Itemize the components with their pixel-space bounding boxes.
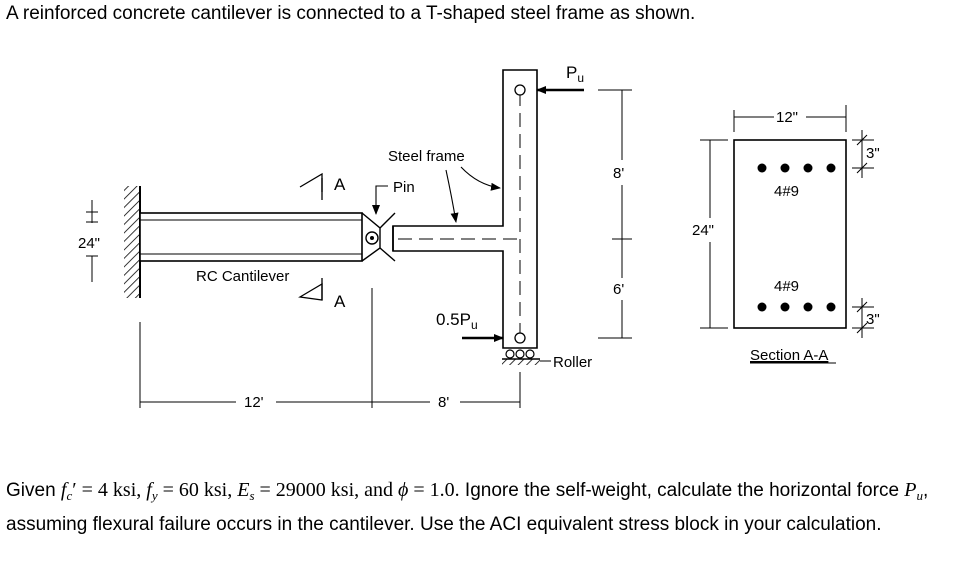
section-cut-bottom: A — [298, 278, 346, 311]
svg-text:4#9: 4#9 — [774, 278, 799, 295]
structure-figure: Pu 0.5Pu Steel frame Pin RC Cantilever A… — [78, 63, 880, 411]
pin-label: Pin — [393, 179, 415, 196]
section-cut-top: A — [299, 172, 346, 200]
svg-text:Section A-A: Section A-A — [750, 347, 828, 364]
rc-cantilever-label: RC Cantilever — [196, 268, 289, 285]
svg-text:12": 12" — [776, 109, 798, 126]
svg-text:8': 8' — [438, 394, 449, 411]
pin-connection — [361, 212, 396, 262]
fixed-support — [124, 186, 141, 298]
section-a-a: 12" 24" 4#9 4#9 3" 3" Section A-A — [692, 105, 880, 364]
svg-text:12': 12' — [244, 394, 264, 411]
svg-text:0.5Pu: 0.5Pu — [436, 310, 478, 332]
svg-text:Pu: Pu — [566, 63, 584, 85]
load-half-pu: 0.5Pu — [436, 310, 504, 342]
bottom-rebar — [757, 302, 836, 312]
svg-text:A: A — [334, 292, 346, 311]
steel-frame — [392, 69, 538, 349]
dim-beam-depth: 24" — [78, 200, 100, 282]
svg-text:24": 24" — [692, 222, 714, 239]
svg-text:6': 6' — [613, 281, 624, 298]
roller-support — [502, 349, 540, 365]
svg-text:4#9: 4#9 — [774, 183, 799, 200]
dim-vertical: 8' 6' — [598, 89, 632, 339]
svg-text:3": 3" — [866, 311, 880, 328]
svg-text:24": 24" — [78, 235, 100, 252]
given-paragraph: Given fc′ = 4 ksi, fy = 60 ksi, Es = 290… — [6, 479, 929, 535]
steel-frame-label: Steel frame — [388, 148, 465, 165]
roller-label: Roller — [553, 354, 592, 371]
dim-horizontal: 12' 8' — [139, 288, 521, 411]
svg-text:A: A — [334, 175, 346, 194]
svg-text:3": 3" — [866, 145, 880, 162]
top-rebar — [757, 163, 836, 173]
problem-intro: A reinforced concrete cantilever is conn… — [6, 3, 696, 24]
svg-text:8': 8' — [613, 165, 624, 182]
load-pu: Pu — [536, 63, 584, 94]
rc-cantilever-beam — [139, 212, 363, 262]
